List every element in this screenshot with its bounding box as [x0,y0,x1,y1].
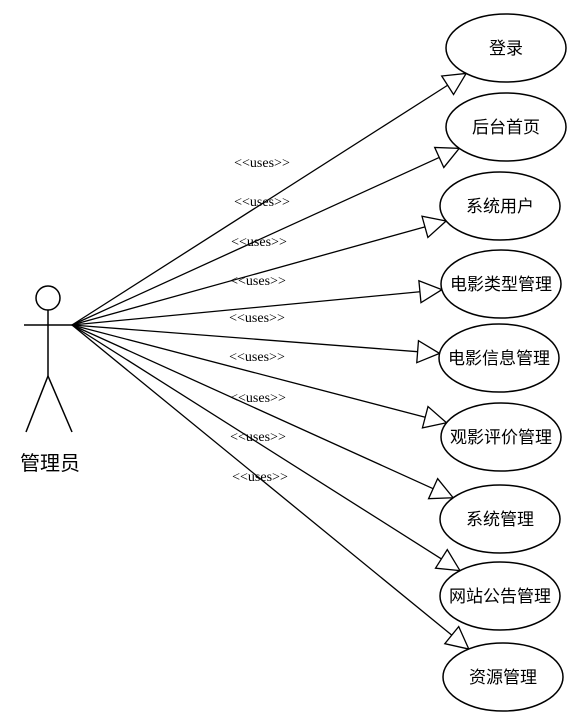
actor-head [35,285,61,311]
use-case-ellipse[interactable] [440,402,562,472]
uses-label: <<uses>> [234,156,290,171]
uses-label: <<uses>> [230,430,286,445]
association-line [71,226,426,326]
uses-label: <<uses>> [229,350,285,365]
arrowhead [421,215,448,239]
use-case-ellipse[interactable] [439,484,561,554]
arrowhead [443,625,470,650]
use-case-ellipse[interactable] [442,642,564,712]
arrowhead [427,477,455,500]
use-case-label: 登录 [489,39,523,59]
association-line [71,324,418,353]
use-case-ellipse[interactable] [445,13,567,83]
uses-label: <<uses>> [230,274,286,289]
association-line [71,324,426,418]
arrowhead [418,279,444,304]
arrowhead [416,339,441,364]
arrowhead [434,548,462,572]
use-case-label: 电影类型管理 [450,275,552,295]
uses-label: <<uses>> [229,311,285,326]
use-case-label: 后台首页 [472,118,540,138]
use-cases: 登录后台首页系统用户电影类型管理电影信息管理观影评价管理系统管理网站公告管理资源… [438,13,567,712]
arrowhead [440,72,468,96]
actor-label: 管理员 [20,451,80,475]
association-line [71,324,453,636]
uses-label: <<uses>> [234,195,290,210]
uses-label: <<uses>> [231,235,287,250]
use-case-ellipse[interactable] [439,561,561,631]
use-case-label: 电影信息管理 [448,349,550,369]
uses-label: <<uses>> [232,470,288,485]
use-case-ellipse[interactable] [439,171,561,241]
association-line [71,324,442,560]
association-line [71,291,420,326]
use-case-label: 系统用户 [466,197,534,217]
use-case-label: 观影评价管理 [450,428,552,448]
use-case-label: 资源管理 [469,668,537,688]
actor-left-leg [25,375,49,433]
arrowhead [421,405,448,429]
use-case-ellipse[interactable] [440,249,562,319]
association-line [71,324,434,490]
association-links: <<uses>> <<uses>> <<uses>> <<uses>> <<uses>>… [71,72,470,650]
actor-right-leg [47,375,73,433]
use-case-ellipse[interactable] [445,92,567,162]
arrowhead [433,146,461,169]
use-case-ellipse[interactable] [438,323,560,393]
uses-label: <<uses>> [230,391,286,406]
use-case-label: 网站公告管理 [449,587,551,607]
actor-figure [24,285,73,433]
association-line [71,84,448,326]
use-case-label: 系统管理 [466,510,534,530]
association-line [71,156,440,326]
